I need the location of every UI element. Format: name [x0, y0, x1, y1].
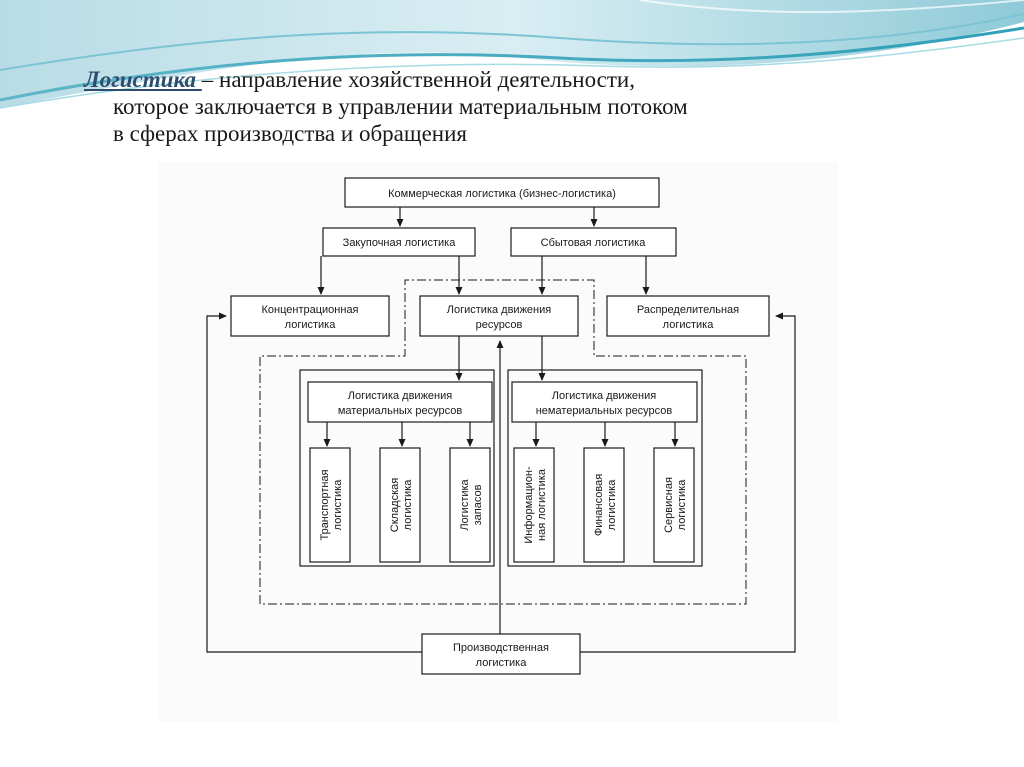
svg-text:запасов: запасов [472, 484, 484, 525]
svg-text:логистика: логистика [676, 479, 688, 531]
node-material-resources-logistics: Логистика движения материальных ресурсов [338, 390, 463, 417]
svg-text:логистика: логистика [285, 319, 337, 331]
group-frames [299, 369, 703, 567]
svg-text:нематериальных ресурсов: нематериальных ресурсов [536, 405, 673, 417]
logistics-structure-diagram: Коммерческая логистика (бизнес-логистика… [206, 177, 796, 675]
svg-text:Информацион-: Информацион- [523, 466, 535, 544]
svg-text:материальных ресурсов: материальных ресурсов [338, 405, 463, 417]
connector-lines [206, 207, 796, 653]
svg-text:Транспортная: Транспортная [319, 469, 331, 540]
svg-text:Концентрационная: Концентрационная [261, 304, 358, 316]
svg-text:логистика: логистика [663, 319, 715, 331]
svg-text:Распределительная: Распределительная [637, 304, 739, 316]
definition-line-2: которое заключается в управлении материа… [113, 94, 688, 119]
svg-text:логистика: логистика [332, 479, 344, 531]
svg-text:Производственная: Производственная [453, 642, 549, 654]
node-transport-logistics: Транспортная логистика [319, 469, 344, 540]
dashdot-boundaries [259, 279, 747, 605]
node-sales-logistics: Сбытовая логистика [541, 237, 647, 249]
svg-text:Сервисная: Сервисная [663, 477, 675, 533]
node-commercial-logistics: Коммерческая логистика (бизнес-логистика… [388, 188, 616, 200]
node-nonmaterial-resources-logistics: Логистика движения нематериальных ресурс… [536, 390, 673, 417]
svg-text:ресурсов: ресурсов [476, 319, 523, 331]
node-warehouse-logistics: Складская логистика [389, 478, 414, 533]
node-information-logistics: Информацион- ная логистика [523, 466, 548, 544]
node-concentration-logistics: Концентрационная логистика [261, 304, 358, 331]
node-distribution-logistics: Распределительная логистика [637, 304, 739, 331]
svg-text:Финансовая: Финансовая [593, 474, 605, 536]
svg-text:Логистика: Логистика [459, 478, 471, 530]
decorative-wave-header [0, 0, 1024, 109]
definition-line-1: Логистика – направление хозяйственной де… [84, 67, 635, 92]
node-inventory-logistics: Логистика запасов [459, 478, 484, 530]
definition-text: Логистика – направление хозяйственной де… [84, 66, 904, 147]
node-labels: Коммерческая логистика (бизнес-логистика… [261, 188, 739, 669]
svg-text:Складская: Складская [389, 478, 401, 533]
node-resource-movement-logistics: Логистика движения ресурсов [447, 304, 552, 331]
svg-text:ная логистика: ная логистика [536, 468, 548, 541]
term-logistics: Логистика [84, 67, 202, 92]
svg-text:Логистика движения: Логистика движения [552, 390, 657, 402]
svg-text:Логистика движения: Логистика движения [447, 304, 552, 316]
node-production-logistics: Производственная логистика [453, 642, 549, 669]
node-financial-logistics: Финансовая логистика [593, 474, 618, 536]
svg-text:логистика: логистика [402, 479, 414, 531]
svg-text:Логистика движения: Логистика движения [348, 390, 453, 402]
svg-text:логистика: логистика [476, 657, 528, 669]
definition-line-3: в сферах производства и обращения [113, 121, 467, 146]
diagram-background [158, 162, 838, 722]
svg-text:логистика: логистика [606, 479, 618, 531]
node-purchasing-logistics: Закупочная логистика [343, 237, 457, 249]
node-service-logistics: Сервисная логистика [663, 477, 688, 533]
node-boxes [230, 177, 770, 675]
